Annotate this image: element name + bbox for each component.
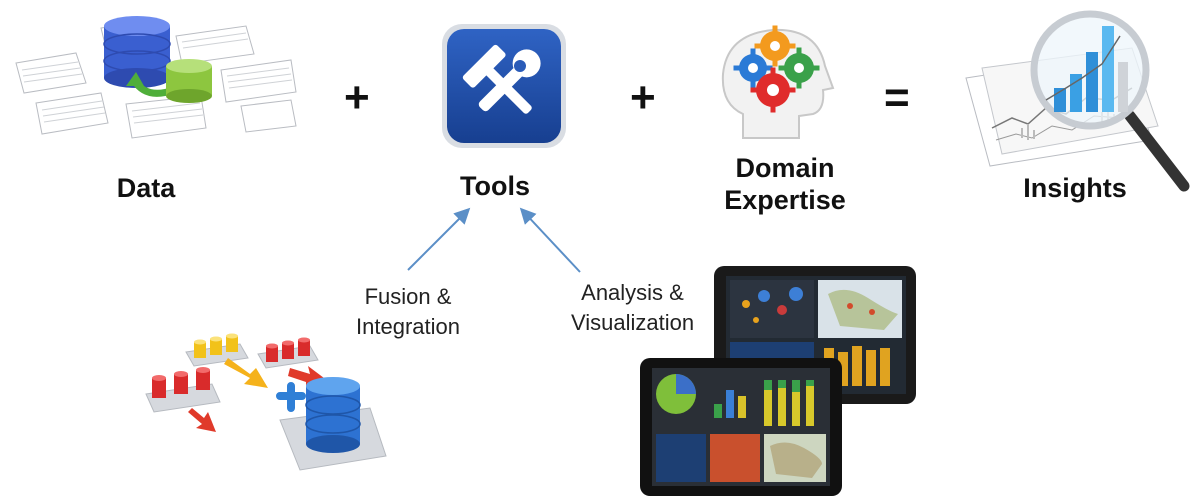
plus-sign-2: + xyxy=(630,73,656,122)
tools-label: Tools xyxy=(460,171,530,201)
analysis-line2: Visualization xyxy=(570,309,695,335)
fusion-integration-label: Fusion & Integration xyxy=(338,282,478,341)
fusion-line2: Integration xyxy=(356,313,460,339)
fusion-line1: Fusion & xyxy=(364,284,452,309)
equals-sign: = xyxy=(884,73,910,122)
analysis-line1: Analysis & xyxy=(581,280,684,305)
data-label: Data xyxy=(116,173,176,203)
plus-sign-1: + xyxy=(344,73,370,122)
domain-label-line2: Expertise xyxy=(724,185,846,216)
insights-chart-magnifier-icon xyxy=(962,8,1192,193)
data-illustration xyxy=(6,8,300,148)
domain-label-line1: Domain xyxy=(735,153,835,183)
dashboard-tablets-illustration xyxy=(636,264,918,498)
head-gears-icon xyxy=(713,18,843,150)
domain-expertise-label: Domain Expertise xyxy=(700,152,870,217)
analysis-arrow xyxy=(519,207,581,273)
fusion-illustration xyxy=(140,328,400,478)
analysis-visualization-label: Analysis & Visualization xyxy=(550,278,715,337)
tools-icon xyxy=(440,22,568,150)
fusion-arrow xyxy=(407,207,471,271)
insights-label: Insights xyxy=(1023,173,1127,203)
